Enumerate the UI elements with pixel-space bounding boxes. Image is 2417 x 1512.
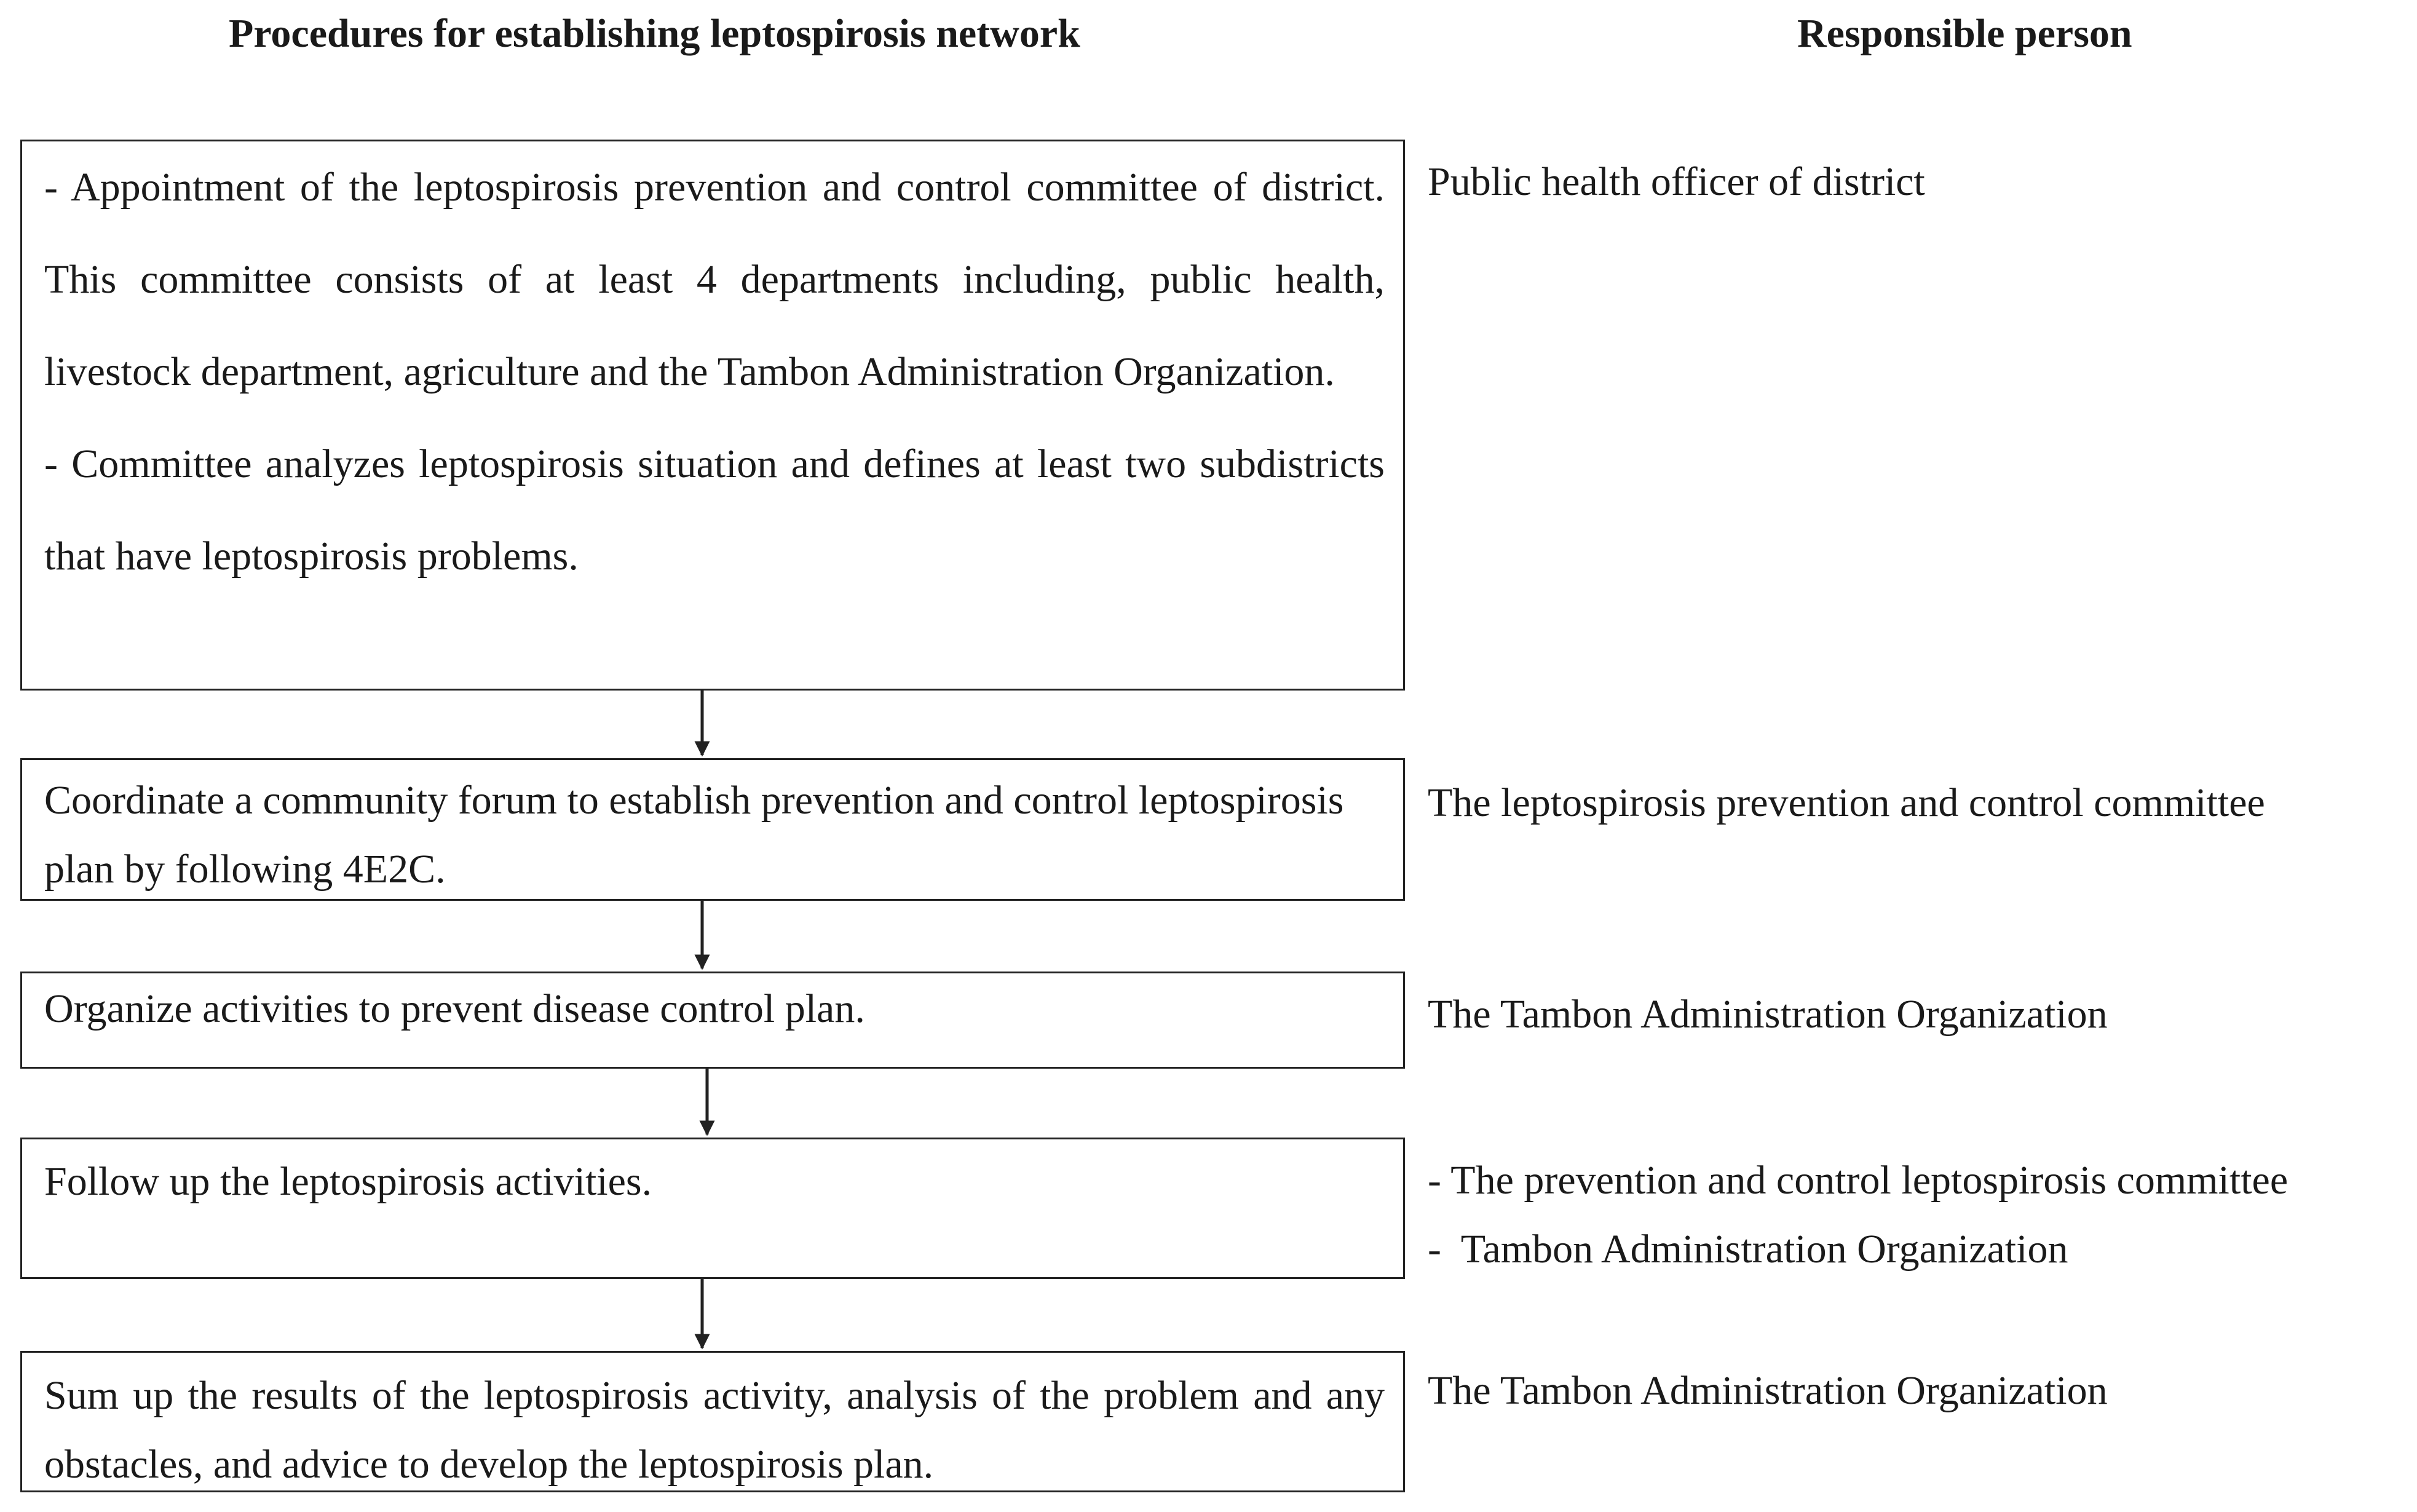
step-4-paragraph-1: Follow up the leptospirosis activities. <box>44 1159 652 1204</box>
step-2-responsible: The leptospirosis prevention and control… <box>1428 769 2265 837</box>
step-1-box: - Appointment of the leptospirosis preve… <box>20 140 1405 691</box>
step-4-box: Follow up the leptospirosis activities. <box>20 1138 1405 1279</box>
step-3-paragraph-1: Organize activities to prevent disease c… <box>44 986 865 1031</box>
step-3-responsible-line-1: The Tambon Administration Organization <box>1428 992 2108 1037</box>
step-1-responsible: Public health officer of district <box>1428 148 1925 216</box>
step-4-responsible: - The prevention and control leptospiros… <box>1428 1146 2288 1284</box>
step-4-responsible-line-2: - Tambon Administration Organization <box>1428 1227 2068 1272</box>
step-4-responsible-line-1: - The prevention and control leptospiros… <box>1428 1158 2288 1203</box>
step-5-responsible: The Tambon Administration Organization <box>1428 1356 2108 1425</box>
step-3-box: Organize activities to prevent disease c… <box>20 972 1405 1069</box>
step-2-paragraph-1: Coordinate a community forum to establis… <box>44 778 1344 892</box>
procedures-header: Procedures for establishing leptospirosi… <box>229 11 1080 56</box>
step-1-responsible-line-1: Public health officer of district <box>1428 159 1925 204</box>
step-1-paragraph-1: - Appointment of the leptospirosis preve… <box>44 165 1385 394</box>
step-2-responsible-line-1: The leptospirosis prevention and control… <box>1428 780 2265 825</box>
step-5-box: Sum up the results of the leptospirosis … <box>20 1351 1405 1492</box>
step-5-responsible-line-1: The Tambon Administration Organization <box>1428 1368 2108 1413</box>
step-2-box: Coordinate a community forum to establis… <box>20 758 1405 901</box>
step-3-responsible: The Tambon Administration Organization <box>1428 980 2108 1049</box>
step-1-paragraph-2: - Committee analyzes leptospirosis situa… <box>44 441 1385 579</box>
responsible-header: Responsible person <box>1797 11 2132 56</box>
step-5-paragraph-1: Sum up the results of the leptospirosis … <box>44 1373 1385 1487</box>
